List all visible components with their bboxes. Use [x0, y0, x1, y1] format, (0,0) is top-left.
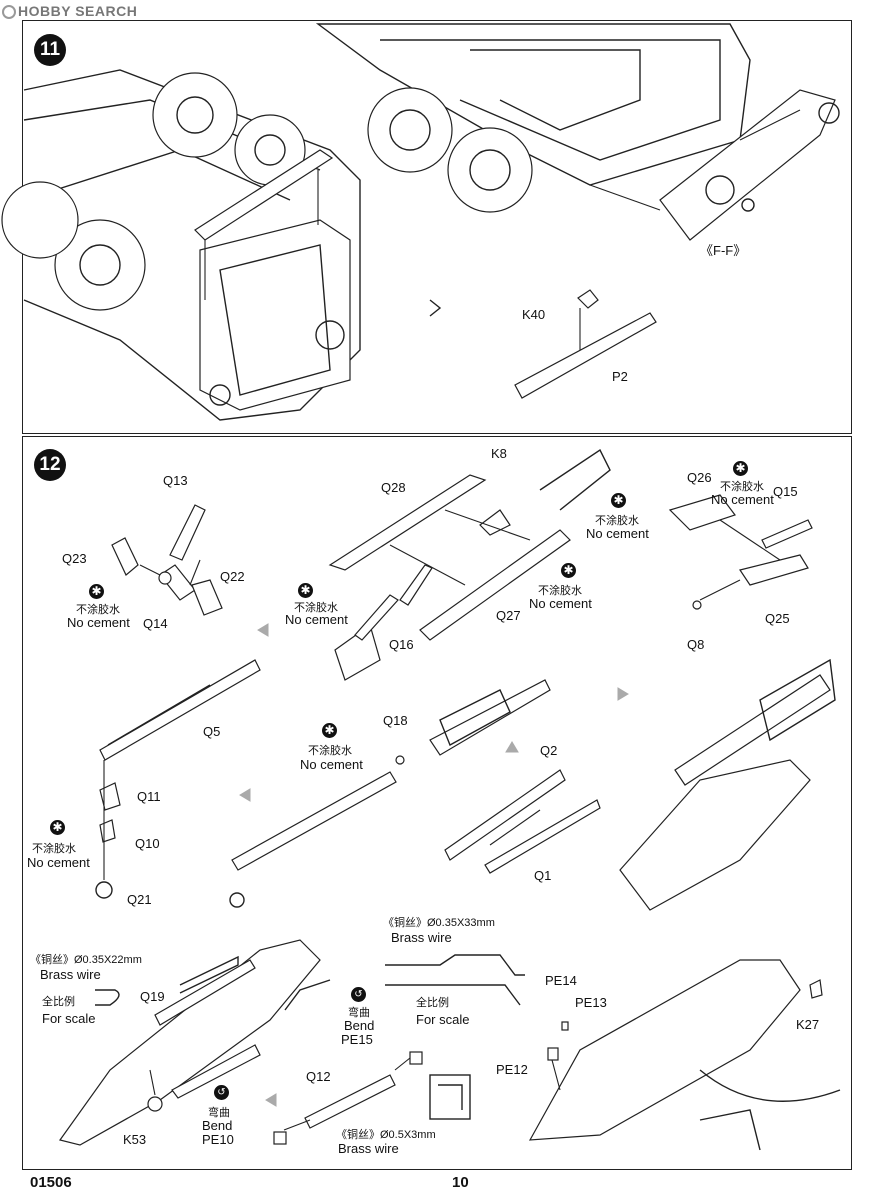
no-cement-icon: ✱ [611, 493, 626, 508]
label-q28: Q28 [381, 480, 406, 495]
no-cement-cn: 不涂胶水 [308, 745, 352, 757]
bend-cn: 弯曲 [348, 1007, 370, 1019]
label-k27: K27 [796, 1017, 820, 1032]
no-cement-cn: 不涂胶水 [294, 602, 338, 614]
label-q10: Q10 [135, 836, 160, 851]
bottom-right-boom-drawing [528, 959, 841, 1151]
page-number: 10 [452, 1174, 469, 1191]
step-12-frame [22, 436, 852, 1170]
label-pe10: PE10 [202, 1132, 234, 1147]
no-cement-icon: ✱ [50, 820, 65, 835]
bend-cn: 弯曲 [208, 1107, 230, 1119]
no-cement-cn: 不涂胶水 [538, 585, 582, 597]
bend-icon: ↺ [214, 1085, 229, 1100]
q28-q27-bracket-drawing [328, 448, 611, 681]
no-cement-cn: 不涂胶水 [595, 515, 639, 527]
label-ff-view: 《F-F》 [700, 243, 747, 258]
scale-en-right: For scale [416, 1012, 470, 1027]
q1-q2-rail-drawing [444, 769, 601, 874]
step-12-badge: 12 [34, 449, 66, 481]
wire-33-brass-label: Brass wire [391, 930, 452, 945]
step11-vehicle-rear-drawing [1, 69, 361, 421]
no-cement-icon: ✱ [298, 583, 313, 598]
label-pe12: PE12 [496, 1062, 528, 1077]
wire-3-brass-label: Brass wire [338, 1141, 399, 1156]
wire-33-spec: 《铜丝》Ø0.35X33mm [383, 917, 495, 929]
label-q26: Q26 [687, 470, 712, 485]
no-cement-en: No cement [586, 526, 649, 541]
label-q12: Q12 [306, 1069, 331, 1084]
label-pe14: PE14 [545, 973, 577, 988]
label-q22: Q22 [220, 569, 245, 584]
kit-number: 01506 [30, 1174, 72, 1191]
label-pe13: PE13 [575, 995, 607, 1010]
label-q1: Q1 [534, 868, 552, 883]
q12-pe-parts-drawing [273, 1051, 471, 1145]
bend-icon: ↺ [351, 987, 366, 1002]
scale-cn-left: 全比例 [42, 996, 75, 1008]
no-cement-icon: ✱ [561, 563, 576, 578]
no-cement-en: No cement [300, 757, 363, 772]
label-q18: Q18 [383, 713, 408, 728]
label-k40: K40 [522, 307, 546, 322]
q5-boom-drawing [95, 659, 261, 899]
brass-wire-scale-drawings [95, 954, 525, 1006]
no-cement-cn: 不涂胶水 [76, 604, 120, 616]
wire-22-spec: 《铜丝》Ø0.35X22mm [30, 954, 142, 966]
label-k53: K53 [123, 1132, 147, 1147]
label-q16: Q16 [389, 637, 414, 652]
label-q25: Q25 [765, 611, 790, 626]
label-pe15: PE15 [341, 1032, 373, 1047]
label-q27: Q27 [496, 608, 521, 623]
q13-q14-assembly-drawing [111, 504, 223, 616]
no-cement-cn: 不涂胶水 [32, 843, 76, 855]
step-11-badge: 11 [34, 34, 66, 66]
label-q19: Q19 [140, 989, 165, 1004]
q25-q26-assembly-drawing [668, 494, 813, 610]
step11-vehicle-overhead-drawing [315, 23, 840, 241]
label-q13: Q13 [163, 473, 188, 488]
no-cement-cn: 不涂胶水 [720, 481, 764, 493]
wire-3-spec: 《铜丝》Ø0.5X3mm [336, 1129, 436, 1141]
watermark-text: HOBBY SEARCH [18, 3, 138, 19]
bend-en: Bend [202, 1118, 233, 1133]
q18-tube-drawing [229, 679, 551, 908]
scale-en-left: For scale [42, 1011, 96, 1026]
label-p2: P2 [612, 369, 628, 384]
label-q5: Q5 [203, 724, 221, 739]
label-q15: Q15 [773, 484, 798, 499]
label-q21: Q21 [127, 892, 152, 907]
scale-cn-right: 全比例 [416, 997, 449, 1009]
direction-arrows [239, 623, 629, 1107]
bend-en: Bend [344, 1018, 375, 1033]
no-cement-icon: ✱ [322, 723, 337, 738]
watermark: HOBBY SEARCH [2, 3, 137, 19]
no-cement-en: No cement [529, 596, 592, 611]
bottom-left-boom-drawing [58, 939, 331, 1146]
label-q14: Q14 [143, 616, 168, 631]
label-q11: Q11 [137, 789, 161, 804]
wire-22-brass-label: Brass wire [40, 967, 101, 982]
no-cement-en: No cement [711, 492, 774, 507]
step11-part-p2-drawing [429, 289, 657, 399]
label-q23: Q23 [62, 551, 87, 566]
assembled-crane-drawing [619, 658, 836, 911]
label-k8: K8 [491, 446, 507, 461]
label-q8: Q8 [687, 637, 705, 652]
no-cement-icon: ✱ [89, 584, 104, 599]
no-cement-en: No cement [27, 855, 90, 870]
no-cement-icon: ✱ [733, 461, 748, 476]
hobby-search-logo-icon [2, 5, 16, 19]
no-cement-en: No cement [67, 615, 130, 630]
label-q2: Q2 [540, 743, 558, 758]
no-cement-en: No cement [285, 612, 348, 627]
